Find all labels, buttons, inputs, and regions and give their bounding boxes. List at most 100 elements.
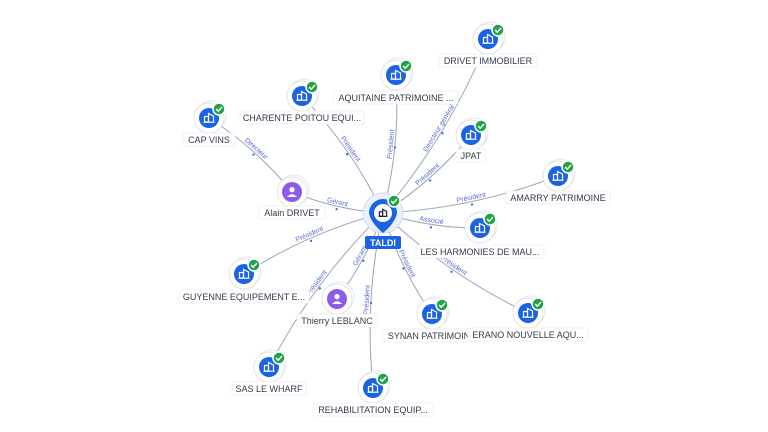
- node-label-bg: [312, 402, 434, 417]
- edge-arrow-marker: [441, 132, 444, 135]
- node-layer: CAP VINS CHARENTE POITOU EQUI... AQUITAINE…: [178, 21, 611, 417]
- node-label: AMARRY PATRIMOINE: [510, 193, 605, 203]
- edge-arrow-marker: [429, 226, 433, 229]
- verified-check-icon: [399, 59, 413, 73]
- person-icon: [286, 186, 298, 198]
- edge-taldi-guyenne: [243, 212, 384, 275]
- node-label-bg: [438, 53, 538, 68]
- node-label: AQUITAINE PATRIMOINE ...: [338, 93, 453, 103]
- edge-taldi-nouvelle: [382, 212, 529, 314]
- edge-arrow-marker: [318, 287, 322, 290]
- building-icon: [203, 112, 215, 123]
- edge-arrow-marker: [402, 267, 405, 270]
- verified-check-icon: [483, 212, 497, 226]
- edge-arrow-marker: [369, 301, 373, 305]
- node-label: CHARENTE POITOU EQUI...: [243, 113, 361, 123]
- node-label-bg: [258, 205, 326, 220]
- verified-check-icon: [272, 351, 286, 365]
- edge-arrow-marker: [428, 179, 432, 182]
- center-label-bg: [365, 236, 401, 249]
- node-label: LES HARMONIES DE MAU...: [420, 247, 539, 257]
- node-cap-vins[interactable]: CAP VINS: [182, 100, 236, 147]
- edge-taldi-rehab: [369, 212, 384, 389]
- verified-check-icon: [212, 102, 226, 116]
- node-label: REHABILITATION EQUIP...: [318, 405, 428, 415]
- edge-arrow-marker: [393, 146, 397, 149]
- node-alain[interactable]: Alain DRIVET: [258, 174, 326, 220]
- node-label: SYNAN PATRIMOINE: [388, 331, 476, 341]
- edge-label: Président: [363, 285, 372, 315]
- node-label-bg: [296, 313, 378, 328]
- building-icon: [426, 308, 438, 319]
- person-icon: [331, 293, 343, 305]
- node-label: DRIVET IMMOBILIER: [444, 56, 533, 66]
- node-label-bg: [178, 289, 310, 304]
- node-wharf[interactable]: SAS LE WHARF: [231, 349, 307, 396]
- edge-arrow-marker: [335, 207, 338, 211]
- node-nouvelle[interactable]: ERANO NOUVELLE AQU...: [467, 295, 589, 342]
- edge-label: Président: [295, 226, 325, 244]
- node-label: Thierry LEBLANC: [301, 316, 373, 326]
- center-label: TALDI: [370, 238, 396, 248]
- edge-label: Président: [397, 249, 416, 279]
- node-thierry[interactable]: Thierry LEBLANC: [296, 281, 378, 328]
- node-synan[interactable]: SYNAN PATRIMOINE: [382, 296, 482, 343]
- edge-label: Président: [414, 162, 441, 187]
- node-label-bg: [467, 327, 589, 342]
- verified-check-icon: [435, 298, 449, 312]
- building-icon: [522, 307, 534, 318]
- edge-label: Directeur général: [423, 103, 457, 153]
- verified-check-icon: [561, 160, 575, 174]
- node-label-bg: [182, 132, 236, 147]
- edge-arrow-marker: [345, 153, 349, 156]
- node-drivet-immo[interactable]: DRIVET IMMOBILIER: [438, 21, 538, 68]
- building-icon: [552, 170, 564, 181]
- verified-check-icon: [247, 258, 261, 272]
- node-label-bg: [455, 148, 487, 163]
- building-icon: [296, 90, 308, 101]
- verified-check-icon: [531, 297, 545, 311]
- verified-check-icon: [474, 119, 488, 133]
- edge-label: Directeur: [243, 137, 269, 162]
- edge-label: Président: [339, 135, 362, 163]
- node-label: Alain DRIVET: [264, 208, 320, 218]
- node-label-bg: [231, 381, 307, 396]
- edge-arrow-marker: [252, 153, 255, 156]
- building-icon: [482, 33, 494, 44]
- node-label: JPAT: [461, 151, 482, 161]
- building-icon: [465, 129, 477, 140]
- building-icon: [367, 382, 379, 393]
- verified-check-icon: [387, 194, 401, 208]
- node-guyenne[interactable]: GUYENNE EQUIPEMENT E...: [178, 256, 310, 304]
- edge-arrow-marker: [450, 270, 453, 273]
- edge-label: Gérant: [326, 197, 348, 209]
- node-amarry[interactable]: AMARRY PATRIMOINE: [505, 158, 611, 205]
- node-jpat[interactable]: JPAT: [455, 117, 489, 163]
- node-label-bg: [415, 244, 545, 259]
- verified-check-icon: [491, 23, 505, 37]
- edge-taldi-amarry: [382, 175, 559, 214]
- edge-label: Président: [387, 129, 397, 159]
- edge-label: Président: [456, 192, 486, 205]
- edge-arrow-marker: [309, 239, 313, 243]
- edge-label: Associé: [419, 216, 444, 227]
- node-rehab[interactable]: REHABILITATION EQUIP...: [312, 370, 434, 417]
- edge-arrow-marker: [362, 259, 365, 263]
- node-label: SAS LE WHARF: [235, 384, 303, 394]
- edge-arrow-marker: [470, 203, 474, 206]
- node-label-bg: [239, 110, 365, 125]
- node-label: CAP VINS: [188, 135, 230, 145]
- node-charente[interactable]: CHARENTE POITOU EQUI...: [239, 78, 365, 125]
- building-icon: [378, 208, 388, 217]
- node-label: GUYENNE EQUIPEMENT E...: [183, 292, 305, 302]
- node-aquitaine[interactable]: AQUITAINE PATRIMOINE ...: [333, 57, 459, 105]
- building-icon: [474, 222, 486, 233]
- verified-check-icon: [305, 80, 319, 94]
- node-harmonies[interactable]: LES HARMONIES DE MAU...: [415, 210, 545, 259]
- node-taldi-center[interactable]: TALDI: [362, 192, 404, 249]
- building-icon: [263, 361, 275, 372]
- node-label: ERANO NOUVELLE AQU...: [472, 330, 584, 340]
- node-label-bg: [505, 190, 611, 205]
- building-icon: [238, 268, 250, 279]
